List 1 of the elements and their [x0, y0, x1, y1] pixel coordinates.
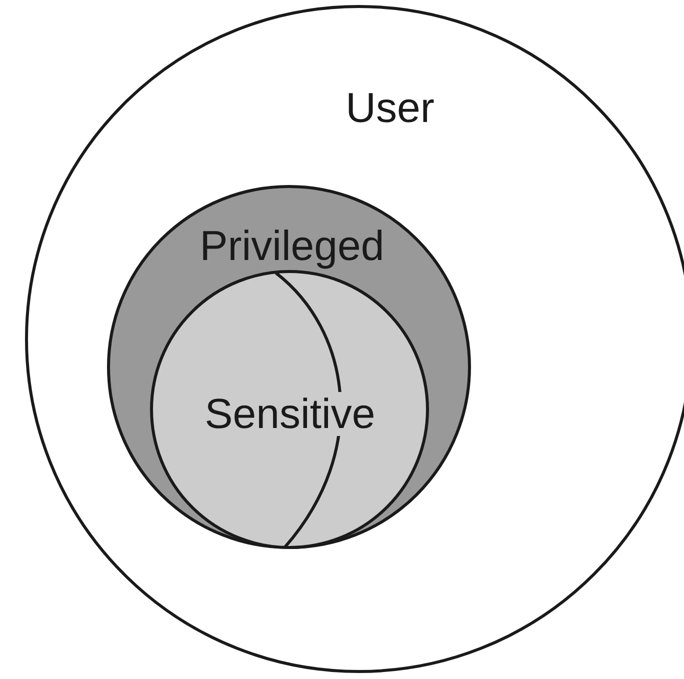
region-label: Sensitive: [204, 392, 376, 436]
